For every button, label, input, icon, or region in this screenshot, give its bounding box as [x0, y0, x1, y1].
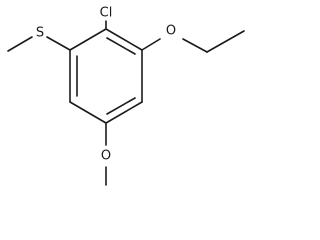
ring-double-bond-c3-c4: [106, 97, 136, 115]
methoxy-oxygen-label: O: [101, 149, 111, 164]
bond-ethyl-ch2-ch3: [206, 30, 245, 53]
chemical-structure: Cl S O O: [7, 6, 245, 186]
ring-bond-c4-c5: [69, 101, 107, 124]
ring-bond-c6-c1: [69, 28, 107, 51]
ring-double-bond-c1-c2: [106, 37, 136, 55]
bond-oxygen-ethyl-ch2: [182, 38, 208, 53]
bond-sulfur-methyl: [7, 36, 33, 52]
ring-bond-c3-c4: [105, 101, 143, 124]
bond-ring-oxygen-ethoxy: [141, 38, 161, 51]
benzene-ring: [69, 28, 143, 124]
ring-bond-c1-c2: [105, 28, 143, 51]
chlorine-label: Cl: [100, 6, 113, 21]
bond-ring-sulfur: [46, 36, 71, 51]
ethoxy-oxygen-label: O: [166, 24, 176, 39]
sulfur-label: S: [36, 26, 44, 41]
